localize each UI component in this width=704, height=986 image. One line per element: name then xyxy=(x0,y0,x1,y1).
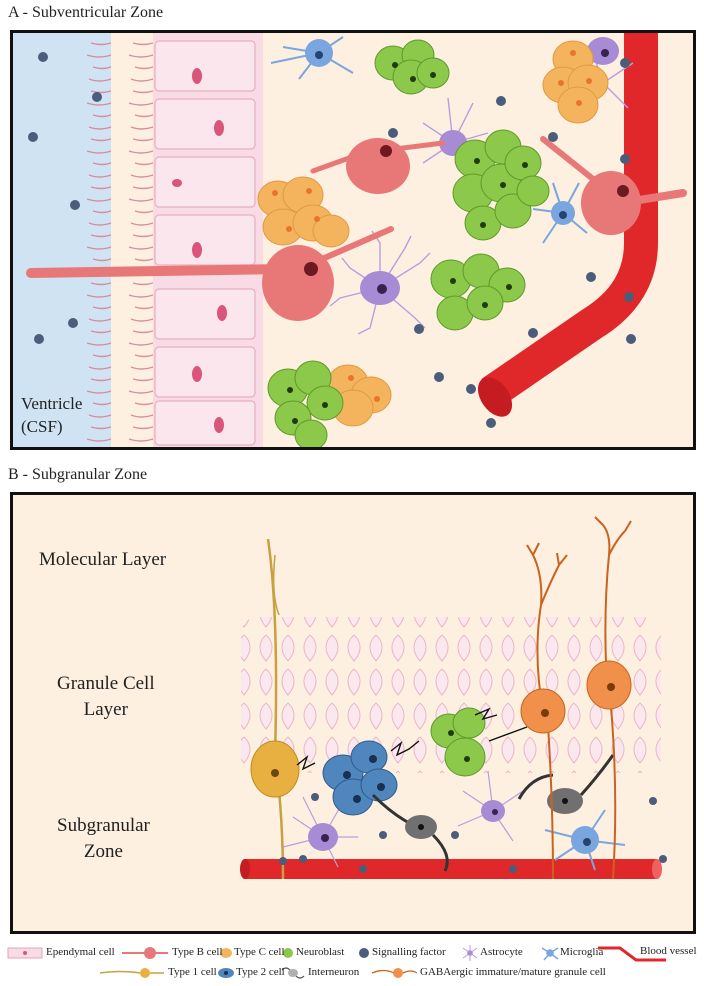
ependymal-cells xyxy=(153,33,263,447)
type-c-cell-icon xyxy=(220,948,232,958)
astrocyte-icon xyxy=(462,945,478,961)
blood-vessel-a xyxy=(477,33,658,417)
ventricle-label-line1: Ventricle xyxy=(21,394,83,413)
microglia-a xyxy=(270,36,588,244)
panel-b-subgranular-zone: Molecular Layer Granule Cell Layer Subgr… xyxy=(10,492,696,934)
signalling-factors-a xyxy=(28,52,636,428)
legend-gabaergic: GABAergic immature/mature granule cell xyxy=(420,966,606,978)
interneuron-icon xyxy=(281,967,305,979)
type-1-cell-icon xyxy=(99,968,164,978)
type-2-cells xyxy=(322,740,398,816)
microglia-b xyxy=(544,809,626,871)
legend-blood-vessel: Blood vessel xyxy=(640,945,697,957)
neuroblast-icon xyxy=(283,948,293,958)
neuroblast-clusters xyxy=(267,39,550,447)
legend-type-2: Type 2 cell xyxy=(236,966,285,978)
ventricle-label-line2: (CSF) xyxy=(21,416,63,436)
type-2-cell-icon xyxy=(218,968,234,978)
panel-b-title: B - Subgranular Zone xyxy=(8,466,148,483)
svz-illustration xyxy=(13,33,687,447)
legend-type-b: Type B cell xyxy=(172,946,223,958)
panel-a-title: A - Subventricular Zone xyxy=(8,4,164,21)
legend-type-1: Type 1 cell xyxy=(168,966,217,978)
ependymal-cell-icon xyxy=(7,947,43,959)
ependymal-cilia xyxy=(86,42,154,442)
legend-icons xyxy=(7,945,666,979)
type-b-cell-icon xyxy=(122,947,168,959)
granule-layer-line1: Granule Cell xyxy=(57,673,155,694)
microglia-icon xyxy=(541,947,559,961)
gabaergic-cell-icon xyxy=(371,968,418,978)
ventricle-region xyxy=(13,33,111,447)
interaction-arrows xyxy=(296,707,528,771)
subgranular-line1: Subgranular xyxy=(57,815,150,836)
legend-astrocyte: Astrocyte xyxy=(480,946,523,958)
panel-a-subventricular-zone: Ventricle (CSF) xyxy=(10,30,696,450)
signalling-factor-icon xyxy=(359,948,369,958)
legend-microglia: Microglia xyxy=(560,946,604,958)
legend-interneuron: Interneuron xyxy=(308,966,360,978)
sgz-illustration xyxy=(240,516,667,880)
granule-layer-label: Granule Cell Layer xyxy=(57,671,155,722)
molecular-layer-label: Molecular Layer xyxy=(39,549,167,570)
astrocytes-b xyxy=(282,770,524,868)
granule-layer-line2: Layer xyxy=(83,698,128,720)
blood-vessel-icon xyxy=(598,946,666,962)
granule-cell-layer xyxy=(241,617,661,773)
legend-neuroblast: Neuroblast xyxy=(296,946,345,958)
neuroblasts-b xyxy=(430,707,486,777)
ventricle-label: Ventricle (CSF) xyxy=(21,393,82,439)
legend-type-c: Type C cell xyxy=(234,946,285,958)
signalling-factors-b xyxy=(279,793,667,873)
subgranular-line2: Zone xyxy=(83,840,123,862)
legend: Ependymal cell Type B cell Type C cell N… xyxy=(0,940,704,986)
interneurons xyxy=(371,754,615,872)
type-1-cell xyxy=(250,538,300,880)
subgranular-zone-label: Subgranular Zone xyxy=(57,813,150,864)
blood-vessel-b xyxy=(240,859,662,879)
type-b-cells xyxy=(26,136,687,321)
legend-signalling: Signalling factor xyxy=(372,946,446,958)
legend-ependymal: Ependymal cell xyxy=(46,946,115,958)
